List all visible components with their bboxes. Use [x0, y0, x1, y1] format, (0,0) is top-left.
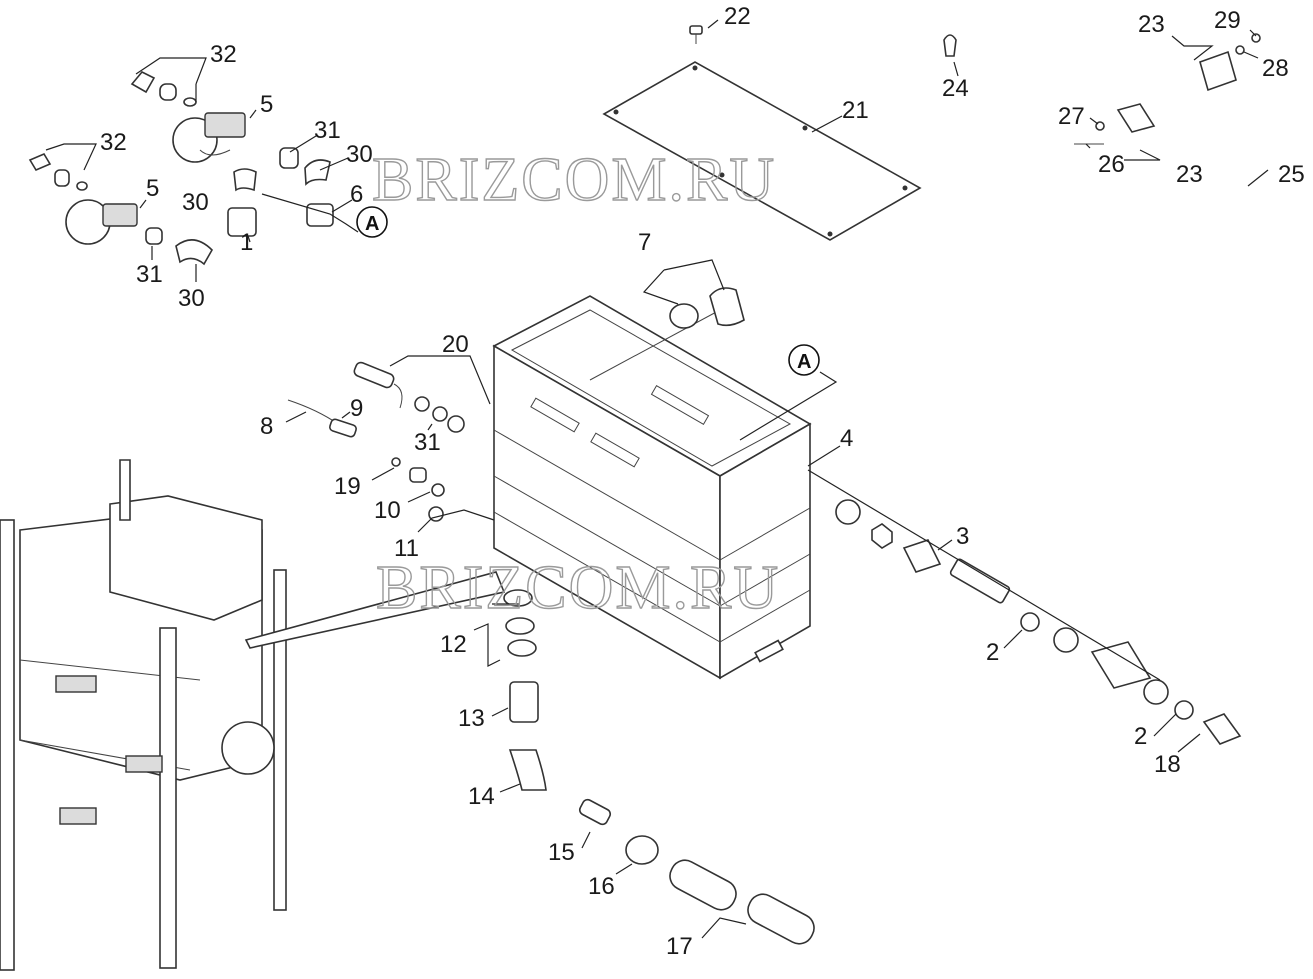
- reference-marker-label: A: [797, 351, 811, 373]
- callout-30: 30: [182, 189, 209, 216]
- callout-12: 12: [440, 631, 467, 658]
- callout-2: 2: [986, 639, 999, 666]
- callout-15: 15: [548, 839, 575, 866]
- callout-28: 28: [1262, 55, 1289, 82]
- hose-25: [961, 10, 1283, 327]
- callout-10: 10: [374, 497, 401, 524]
- callout-13: 13: [458, 705, 485, 732]
- callout-4: 4: [840, 425, 853, 452]
- water-tank: [492, 295, 812, 680]
- callout-1: 1: [240, 229, 253, 256]
- callout-30: 30: [178, 285, 205, 312]
- callout-11: 11: [394, 535, 419, 562]
- screw-22: [689, 25, 703, 44]
- callout-32: 32: [210, 41, 237, 68]
- watermark-top: BRIZCOM.RU: [372, 146, 776, 214]
- sensor-cluster: [287, 361, 465, 522]
- callout-23: 23: [1176, 161, 1203, 188]
- callout-5: 5: [260, 91, 273, 118]
- clamp-24: [943, 34, 957, 57]
- callout-24: 24: [942, 75, 969, 102]
- callout-30: 30: [346, 141, 373, 168]
- valve-assembly-lower: [28, 152, 213, 266]
- callout-26: 26: [1098, 151, 1125, 178]
- callout-8: 8: [260, 413, 273, 440]
- callout-labels: 1 2 2 3 4 5 5 6 7 8 9 10 11 12 13 14 15 …: [100, 3, 1305, 960]
- callout-18: 18: [1154, 751, 1181, 778]
- callout-20: 20: [442, 331, 469, 358]
- callout-23: 23: [1138, 11, 1165, 38]
- callout-2: 2: [1134, 723, 1147, 750]
- callout-25: 25: [1278, 161, 1305, 188]
- watermark-middle: BRIZCOM.RU: [376, 554, 780, 622]
- valve-assembly-upper: [130, 71, 334, 237]
- machine-context: [0, 459, 506, 971]
- reference-marker-tank: A: [788, 344, 820, 376]
- fitting-7: [669, 287, 745, 329]
- callout-6: 6: [350, 181, 363, 208]
- callout-14: 14: [468, 783, 495, 810]
- outlet-assembly: [835, 499, 1242, 745]
- callout-29: 29: [1214, 7, 1241, 34]
- callout-7: 7: [638, 229, 651, 256]
- callout-27: 27: [1058, 103, 1085, 130]
- callout-19: 19: [334, 473, 361, 500]
- drain-assembly: [503, 589, 815, 945]
- callout-31: 31: [314, 117, 341, 144]
- callout-22: 22: [724, 3, 751, 30]
- callout-9: 9: [350, 395, 363, 422]
- callout-32: 32: [100, 129, 127, 156]
- callout-17: 17: [666, 933, 693, 960]
- callout-3: 3: [956, 523, 969, 550]
- clamp-23: [1116, 50, 1237, 133]
- callout-21: 21: [842, 97, 869, 124]
- callout-31: 31: [136, 261, 163, 288]
- cover-plate: [602, 61, 922, 241]
- callout-31: 31: [414, 429, 441, 456]
- reference-marker-top-left: A: [356, 206, 388, 238]
- callout-5: 5: [146, 175, 159, 202]
- reference-marker-label: A: [365, 213, 379, 235]
- callout-16: 16: [588, 873, 615, 900]
